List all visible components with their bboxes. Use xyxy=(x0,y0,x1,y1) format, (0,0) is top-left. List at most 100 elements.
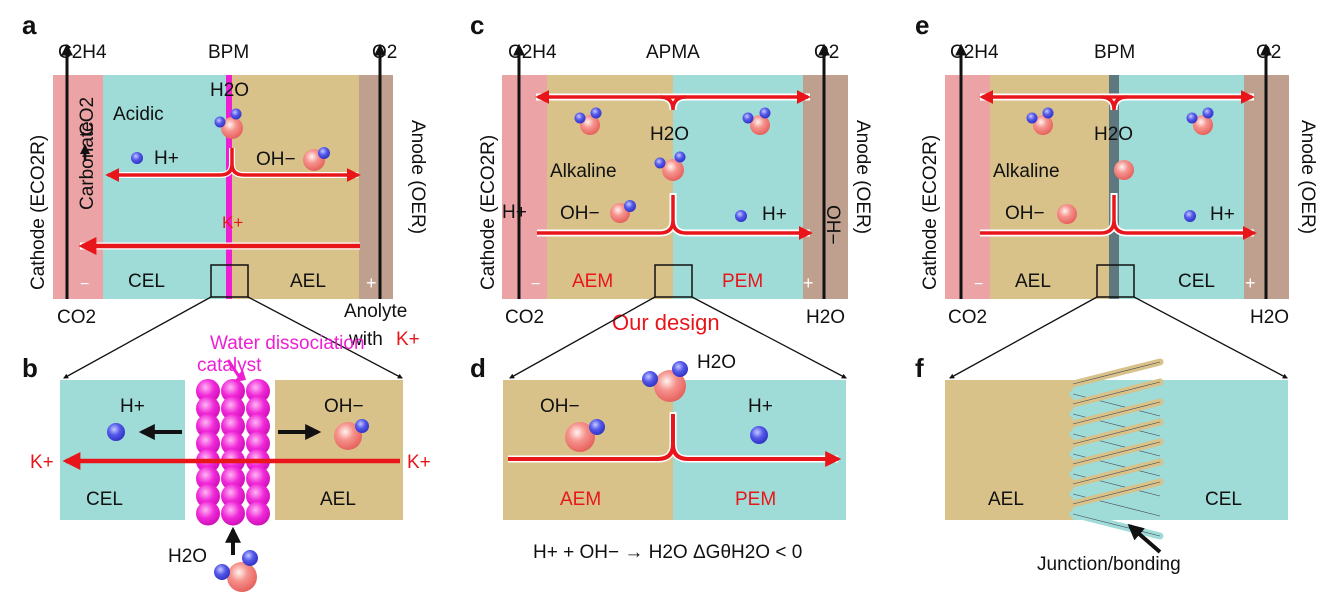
h2o-label: H2O xyxy=(168,546,207,567)
water-molecule xyxy=(214,108,243,139)
o2-label: O2 xyxy=(1256,42,1281,63)
alkaline-label: Alkaline xyxy=(993,161,1060,182)
anolyte-label: Anolyte xyxy=(344,301,407,322)
junction-fiber-edge xyxy=(1072,513,1161,537)
junction-fiber-edge xyxy=(1072,421,1161,445)
hplus-label: H+ xyxy=(762,204,787,225)
cel-label: CEL xyxy=(1178,271,1215,292)
ion-flow-arrow xyxy=(110,148,358,175)
panel-e: e C2H4 BPM O2 H2O Alkaline OH− H+ Cathod… xyxy=(915,10,1318,379)
water-molecule-center xyxy=(654,151,686,181)
h2o-bottom-label: H2O xyxy=(1250,307,1289,328)
catalyst-particle xyxy=(221,414,245,438)
anode-label: Anode (OER) xyxy=(1297,120,1318,234)
c2h4-label: C2H4 xyxy=(58,42,107,63)
pem-region xyxy=(673,380,846,520)
cathode-layer xyxy=(945,75,990,299)
ohminus-label: OH− xyxy=(560,203,600,224)
panel-f: f AEL CEL Junction/bonding xyxy=(915,353,1288,575)
catalyst-particle xyxy=(246,484,270,508)
ohminus-label: OH− xyxy=(324,396,364,417)
ohminus-label: OH− xyxy=(256,149,296,170)
our-design-label: Our design xyxy=(612,310,720,335)
catalyst-particle xyxy=(221,466,245,491)
proton-ion xyxy=(131,152,143,164)
equation: H+ + OH− → H2O ΔGθH2O < 0 xyxy=(533,542,802,563)
co2-bottom-label: CO2 xyxy=(505,307,544,328)
panel-letter-e: e xyxy=(915,10,929,40)
co2-vertical-label: CO2 xyxy=(77,97,98,136)
zoom-line-right xyxy=(247,296,403,379)
proton-ion xyxy=(735,210,747,222)
co2-bottom-label: CO2 xyxy=(57,307,96,328)
hplus-edge-label: H+ xyxy=(502,202,527,223)
catalyst-particle xyxy=(221,379,245,403)
h2o-label: H2O xyxy=(210,80,249,101)
panel-b: b Water dissociation catalyst H+ OH− K+ … xyxy=(22,333,431,592)
aem-region xyxy=(547,75,673,299)
ael-label: AEL xyxy=(320,489,356,510)
junction-fiber-edge xyxy=(1072,441,1161,465)
ael-region xyxy=(990,75,1114,299)
pem-label: PEM xyxy=(735,489,776,510)
panel-letter-a: a xyxy=(22,10,37,40)
water-dissociation-catalyst xyxy=(196,379,270,526)
anode-layer xyxy=(359,75,393,299)
proton-ion xyxy=(107,423,125,441)
catalyst-particle xyxy=(196,396,220,421)
top-flow-join xyxy=(659,95,687,111)
bpm-label: BPM xyxy=(1094,42,1135,63)
kplus-label: K+ xyxy=(222,213,243,232)
ohminus-label: OH− xyxy=(540,396,580,417)
junction-fiber-edge xyxy=(1072,481,1161,505)
oxygen-atom xyxy=(1114,160,1134,180)
plus-sign: + xyxy=(1245,273,1256,293)
catalyst-particle xyxy=(246,501,270,526)
zoom-box xyxy=(210,264,249,298)
hydroxide-ion xyxy=(334,419,369,450)
catalyst-particle xyxy=(246,466,270,491)
anode-label: Anode (OER) xyxy=(407,120,428,234)
cel-label: CEL xyxy=(86,489,123,510)
anolyte-with-label: with xyxy=(348,329,383,350)
top-flow-join xyxy=(1100,95,1128,111)
cathode-layer xyxy=(502,75,547,299)
catalyst-particle xyxy=(246,379,270,403)
hydroxide-ion xyxy=(1057,204,1077,224)
catalyst-particle xyxy=(221,501,245,526)
carbonate-label: Carbonate xyxy=(77,121,98,210)
catalyst-label-1: Water dissociation xyxy=(210,333,365,354)
cathode-label: Cathode (ECO2R) xyxy=(478,135,499,290)
plus-sign: + xyxy=(803,273,814,293)
plus-sign: + xyxy=(366,273,377,293)
ael-region xyxy=(945,380,1073,520)
ael-label: AEL xyxy=(1015,271,1051,292)
hydroxide-ion xyxy=(610,200,636,223)
junction-fibers xyxy=(1069,358,1164,540)
panel-a: a C2H4 BPM O2 Acidic H2O H+ OH− K+ Carbo… xyxy=(22,10,428,379)
h2o-bottom-label: H2O xyxy=(806,307,845,328)
junction-fiber-edge xyxy=(1072,461,1161,485)
aem-region xyxy=(503,380,673,520)
cathode-layer xyxy=(53,75,103,299)
water-molecule xyxy=(642,361,688,402)
water-molecule xyxy=(214,550,258,592)
catalyst-label-2: catalyst xyxy=(197,355,262,376)
pem-region xyxy=(673,75,803,299)
co2-bottom-label: CO2 xyxy=(948,307,987,328)
zoom-line-right xyxy=(1133,296,1288,379)
hplus-label: H+ xyxy=(748,396,773,417)
cathode-label: Cathode (ECO2R) xyxy=(920,135,941,290)
catalyst-particle xyxy=(196,431,220,456)
kplus-right-label: K+ xyxy=(407,452,431,473)
zoom-box xyxy=(1096,264,1135,298)
aem-label: AEM xyxy=(572,271,613,292)
panel-letter-f: f xyxy=(915,353,924,383)
h2o-label: H2O xyxy=(1094,124,1133,145)
cel-region xyxy=(1160,380,1288,520)
o2-label: O2 xyxy=(814,42,839,63)
panel-letter-d: d xyxy=(470,353,486,383)
catalyst-particle xyxy=(221,431,245,456)
kplus-left-label: K+ xyxy=(30,452,54,473)
panel-d: d OH− H+ H2O AEM PEM H+ + OH− → H2O ΔGθH… xyxy=(470,352,846,563)
